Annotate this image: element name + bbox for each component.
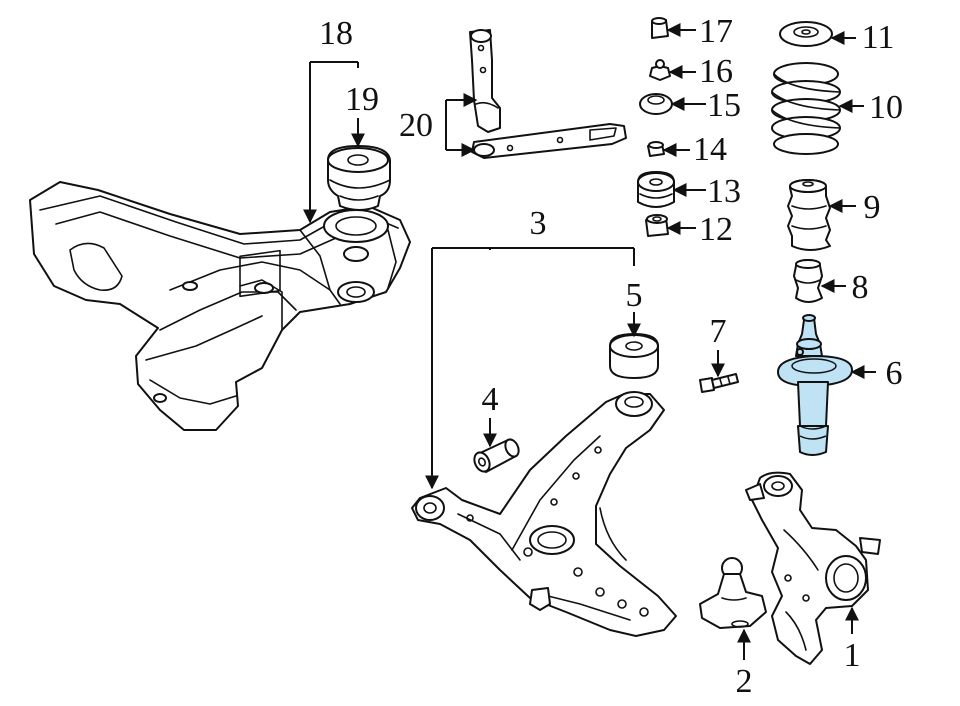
steering-knuckle (745, 471, 881, 665)
callout-9: 9 (864, 189, 881, 226)
leader-lines (303, 23, 876, 660)
callout-15: 15 (707, 87, 741, 124)
strut-nut (649, 59, 671, 81)
callout-11: 11 (862, 19, 895, 56)
rear-bushing (609, 333, 659, 379)
spacer (645, 214, 669, 237)
callout-13: 13 (707, 173, 741, 210)
strut-mount (639, 93, 673, 115)
callout-20: 20 (399, 107, 433, 144)
strut-assembly (777, 314, 853, 456)
callout-5: 5 (626, 277, 643, 314)
callout-2: 2 (736, 663, 753, 700)
callout-10: 10 (869, 89, 903, 126)
callout-1: 1 (844, 637, 861, 674)
callout-3: 3 (530, 205, 547, 242)
mount-bearing (637, 171, 675, 208)
bump-stop-cap (651, 17, 669, 39)
lower-control-arm (411, 391, 677, 637)
front-bushing (473, 438, 520, 473)
dust-boot (787, 179, 831, 251)
callout-labels: 18 19 20 17 16 15 14 13 12 11 10 9 8 7 6… (319, 13, 903, 700)
callout-7: 7 (710, 313, 727, 350)
ball-joint (699, 557, 767, 629)
subframe (29, 181, 411, 431)
upper-spring-seat (779, 21, 833, 47)
callout-8: 8 (852, 269, 869, 306)
callout-18: 18 (319, 15, 353, 52)
bolt (699, 373, 739, 393)
callout-12: 12 (699, 211, 733, 248)
callout-17: 17 (699, 13, 733, 50)
subframe-mount-bushing (327, 145, 391, 211)
coil-spring (771, 62, 841, 155)
callout-4: 4 (482, 381, 499, 418)
callout-16: 16 (699, 53, 733, 90)
callout-14: 14 (693, 131, 727, 168)
washer (647, 141, 665, 157)
bump-stop (793, 259, 823, 303)
callout-19: 19 (345, 81, 379, 118)
torque-rod (469, 29, 627, 159)
callout-6: 6 (886, 355, 903, 392)
